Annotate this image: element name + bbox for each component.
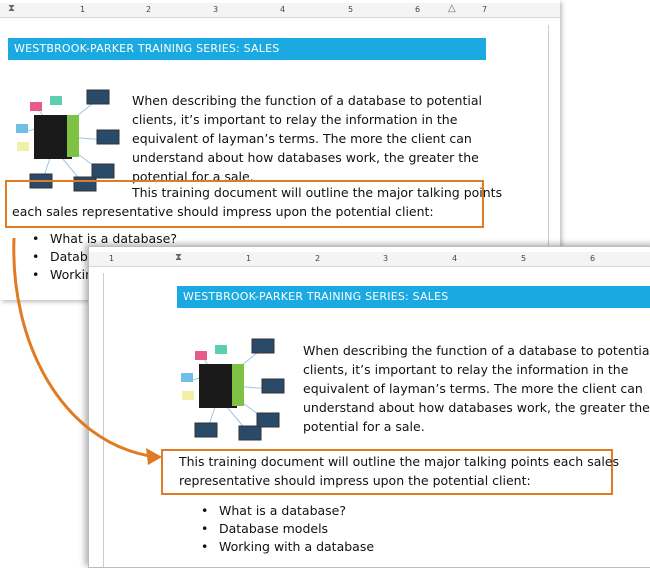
ruler[interactable]: ⧗ 1 2 3 4 5 6 △ 7 <box>0 3 560 18</box>
right-indent-marker-icon[interactable]: △ <box>448 3 456 14</box>
text-line: When describing the function of a databa… <box>132 93 482 108</box>
text-line: equivalent of layman’s terms. The more t… <box>132 131 472 146</box>
ruler[interactable]: 1 ⧗ 1 2 3 4 5 6 <box>89 252 650 267</box>
intro-paragraph: When describing the function of a databa… <box>132 91 482 186</box>
highlight-box <box>161 449 613 495</box>
text-line: clients, it’s important to relay the inf… <box>132 112 458 127</box>
ruler-number: 3 <box>383 254 389 263</box>
ruler-number: 3 <box>213 5 219 14</box>
text-line: clients, it’s important to relay the inf… <box>303 362 629 377</box>
ruler-number: 4 <box>280 5 286 14</box>
text-line: This training document will outline the … <box>132 185 503 200</box>
ruler-number: 2 <box>146 5 152 14</box>
list-item: Datab <box>32 248 177 266</box>
ruler-number: 1 <box>109 254 115 263</box>
page-edge <box>103 273 104 567</box>
ruler-number: 5 <box>348 5 354 14</box>
bullet-list: What is a database? Database models Work… <box>201 502 374 556</box>
list-item: Workin <box>32 266 177 284</box>
document-header: WESTBROOK-PARKER TRAINING SERIES: SALES <box>177 286 650 308</box>
ruler-number: 4 <box>452 254 458 263</box>
list-item: What is a database? <box>32 230 177 248</box>
intro-paragraph: When describing the function of a databa… <box>303 341 650 436</box>
document-header: WESTBROOK-PARKER TRAINING SERIES: SALES <box>8 38 486 60</box>
text-line: representative should impress upon the p… <box>179 473 531 488</box>
document-after: 1 ⧗ 1 2 3 4 5 6 WESTBROOK-PARKER TRAININ… <box>88 246 650 568</box>
list-item: Database models <box>201 520 374 538</box>
highlighted-paragraph: This training document will outline the … <box>179 452 619 490</box>
highlighted-paragraph: This training document will outline the … <box>12 183 502 221</box>
ruler-number: 6 <box>415 5 421 14</box>
indent-marker-icon[interactable]: ⧗ <box>175 252 183 263</box>
text-line: understand about how databases work, the… <box>303 400 650 415</box>
server-network-image <box>16 89 120 192</box>
text-line: equivalent of layman’s terms. The more t… <box>303 381 643 396</box>
bullet-list: What is a database? Datab Workin <box>32 230 177 284</box>
indent-marker-icon[interactable]: ⧗ <box>8 3 16 14</box>
text-line: When describing the function of a databa… <box>303 343 650 358</box>
text-line: each sales representative should impress… <box>12 204 434 219</box>
text-line: understand about how databases work, the… <box>132 150 479 165</box>
ruler-number: 7 <box>482 5 488 14</box>
ruler-number: 1 <box>246 254 252 263</box>
text-line: potential for a sale. <box>303 419 425 434</box>
highlight-box <box>5 180 484 228</box>
server-network-image <box>181 338 285 441</box>
ruler-number: 2 <box>315 254 321 263</box>
list-item: What is a database? <box>201 502 374 520</box>
ruler-number: 5 <box>521 254 527 263</box>
ruler-number: 1 <box>80 5 86 14</box>
text-line: This training document will outline the … <box>179 454 620 469</box>
list-item: Working with a database <box>201 538 374 556</box>
page-edge <box>548 25 549 300</box>
ruler-number: 6 <box>590 254 596 263</box>
